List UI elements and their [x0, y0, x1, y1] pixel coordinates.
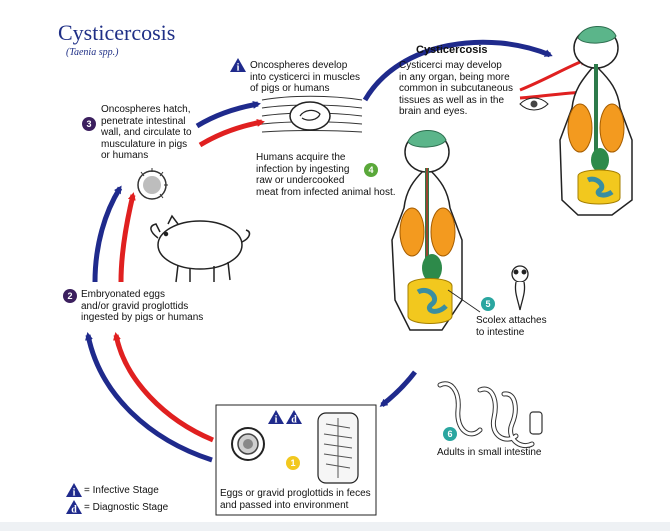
stage-3-badge: 3: [82, 117, 96, 131]
legend-diagnostic-label: = Diagnostic Stage: [84, 502, 169, 513]
arrow-blue-3-to-muscle: [195, 100, 261, 129]
box-infective-icon: i: [268, 410, 284, 424]
human-body-cysticercosis-icon: [559, 26, 633, 216]
arrow-red-3-to-muscle: [198, 118, 265, 148]
stage-6-badge: 6: [443, 427, 457, 441]
oncosphere-icon: [137, 168, 168, 200]
page-title: Cysticercosis: [58, 20, 176, 45]
pig-icon: [150, 214, 251, 283]
stage-6-text: Adults in small intestine: [437, 447, 542, 458]
human-body-icon: [391, 130, 463, 331]
stage-5-badge: 5: [481, 297, 495, 311]
pointer-line-scolex: [447, 289, 481, 313]
arrow-blue-adults-to-box: [379, 370, 417, 407]
stage-2-badge: 2: [63, 289, 77, 303]
eye-icon: [519, 97, 549, 111]
arrow-red-2-to-3: [118, 192, 136, 283]
scolex-icon: [511, 265, 529, 311]
tapeworm-inner: [438, 382, 534, 447]
box-diagnostic-icon: d: [286, 410, 302, 424]
muscle-cyst-icon: [261, 95, 363, 133]
stage-5-text: Scolex attaches to intestine: [476, 315, 547, 338]
legend-diagnostic-letter: d: [71, 505, 77, 515]
infective-stage-icon: i: [230, 58, 246, 72]
stage-i-text: Oncospheres develop into cysticerci in m…: [250, 60, 361, 95]
arrow-red-1-to-2: [113, 332, 214, 443]
stage-1-badge: 1: [286, 456, 300, 470]
box-infective-letter: i: [275, 415, 278, 425]
box-diagnostic-letter: d: [291, 415, 297, 425]
legend-infective-letter: i: [73, 488, 76, 498]
legend-infective-label: = Infective Stage: [84, 485, 159, 496]
stage-1-text: Eggs or gravid proglottids in feces and …: [220, 488, 371, 511]
stage-4-badge: 4: [364, 163, 378, 177]
infective-stage-letter: i: [237, 63, 240, 73]
stage-3-text: Oncospheres hatch, penetrate intestinal …: [101, 104, 192, 162]
arrow-blue-2-to-3: [92, 185, 123, 283]
egg-icon: [231, 427, 265, 461]
arrow-red-to-brain: [519, 58, 588, 92]
diagnostic-stage-icon: d: [66, 500, 82, 514]
page-subtitle: (Taenia spp.): [66, 47, 119, 58]
proglottid-segment-icon: [529, 411, 543, 435]
bottom-strip: [0, 522, 670, 531]
proglottid-icon: [317, 412, 359, 484]
arrow-blue-muscle-to-cysticercosis: [362, 39, 553, 102]
stage-2-text: Embryonated eggs and/or gravid proglotti…: [81, 289, 204, 324]
stage-4-text: Humans acquire the infection by ingestin…: [256, 152, 396, 198]
cysticercosis-text: Cysticerci may develop in any organ, bei…: [399, 60, 513, 118]
cysticercosis-heading: Cysticercosis: [416, 44, 488, 56]
arrow-blue-1-to-2: [85, 332, 213, 463]
infective-stage-icon: i: [66, 483, 82, 497]
